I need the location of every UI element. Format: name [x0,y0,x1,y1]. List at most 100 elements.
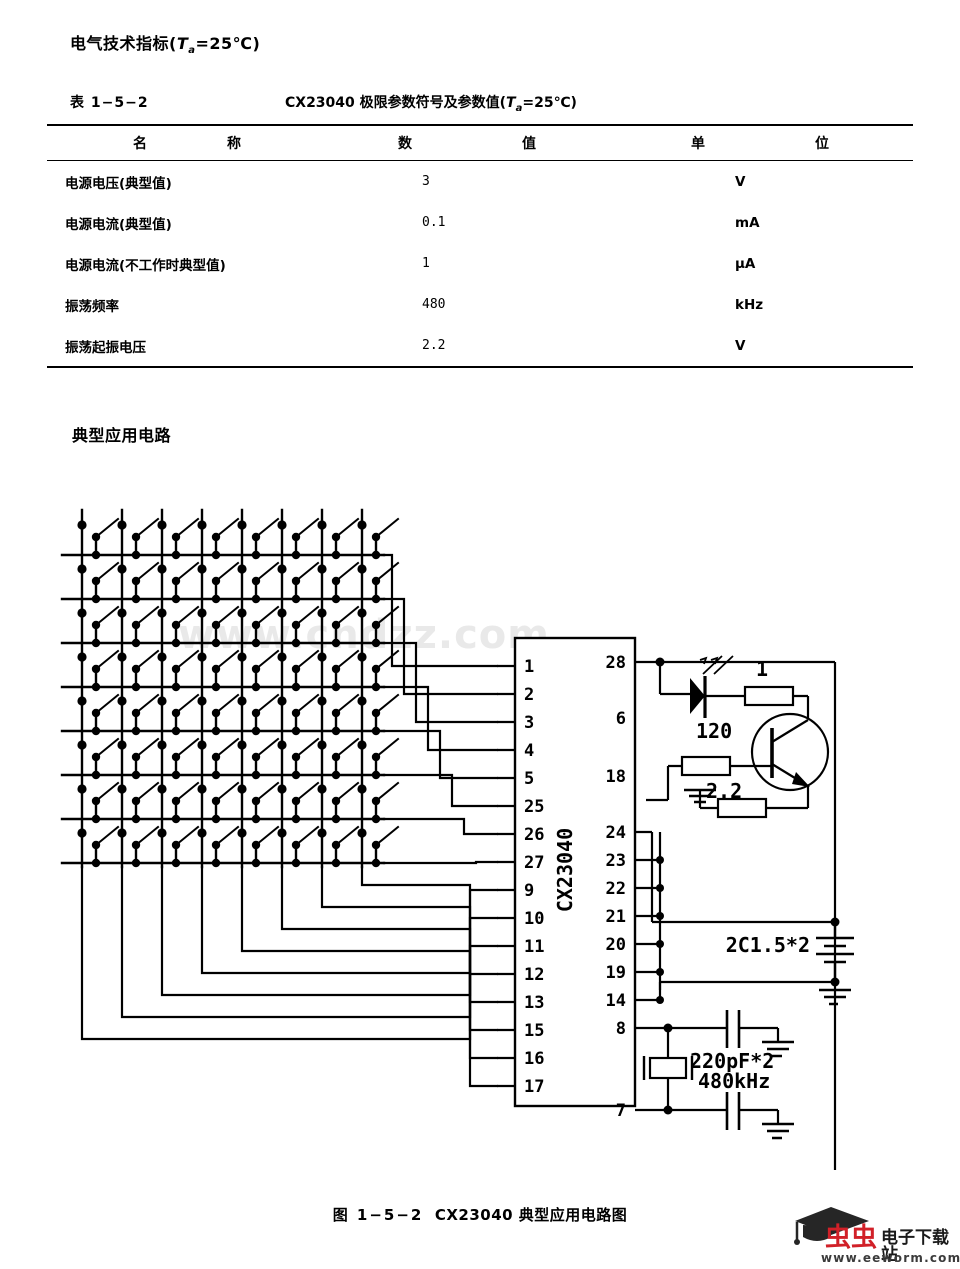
switch-lever-r5c6 [294,693,320,715]
matrix-node-r3c6 [277,608,287,618]
switch-lever-r4c8 [374,649,400,671]
switch-contact-r7c2 [131,814,141,824]
r1-to-collector [793,694,810,720]
heading-subscript: a [188,45,196,57]
resistor-r1 [743,685,795,707]
matrix-node-r1c6 [277,520,287,530]
switch-contact-r2c1 [91,594,101,604]
switch-lever-r8c5 [254,825,280,847]
heading-symbol: T [176,34,189,53]
table-title-symbol: T [506,95,516,111]
switch-lever-r2c4 [214,561,240,583]
figure-number: 图 1−5−2 [332,1206,424,1224]
matrix-node-r5c6 [277,696,287,706]
matrix-node-r5c1 [77,696,87,706]
component-label-base-resistor: 2.2 [706,779,742,803]
matrix-node-r7c7 [317,784,327,794]
switch-lever-r6c1 [94,737,120,759]
analog-section [635,655,854,1170]
header-cell-name: 名 称 [47,125,327,161]
switch-contact-r3c4 [211,638,221,648]
switch-lever-r7c4 [214,781,240,803]
switch-contact-r3c1 [91,638,101,648]
switch-lever-r7c2 [134,781,160,803]
row-bus-wire-6 [382,773,499,808]
cell-name: 振荡频率 [65,298,119,315]
switch-lever-r1c5 [254,517,280,539]
switch-contact-r5c6 [291,726,301,736]
col-bus-wire-6 [280,865,499,1032]
switch-contact-r5c7 [331,726,341,736]
figure-caption: 图 1−5−2 CX23040 典型应用电路图 [0,1204,960,1225]
ic-pin-label-9: 9 [524,881,534,901]
matrix-node-r1c1 [77,520,87,530]
matrix-node-r3c7 [317,608,327,618]
matrix-node-r2c8 [357,564,367,574]
junction-dot [656,940,664,948]
switch-contact-r2c7 [331,594,341,604]
component-label-infrared-led: 120 [696,719,732,743]
switch-contact-r2c3 [171,594,181,604]
matrix-node-r1c2 [117,520,127,530]
ic-pin-label-7: 7 [616,1101,626,1121]
matrix-node-r2c7 [317,564,327,574]
cell-name: 电源电流(不工作时典型值) [65,257,226,274]
ic-pin-label-20: 20 [606,935,626,955]
matrix-bus-wires [80,553,499,1088]
switch-lever-r5c3 [174,693,200,715]
ic-pin-label-16: 16 [524,1049,544,1069]
matrix-node-r6c8 [357,740,367,750]
ic-pin-label-2: 2 [524,685,534,705]
switch-lever-r1c4 [214,517,240,539]
switch-contact-r3c2 [131,638,141,648]
matrix-node-r1c8 [357,520,367,530]
led-branch-wire [658,662,690,696]
table-header-row: 名 称 数 值 单 位 [47,125,913,161]
matrix-node-r6c2 [117,740,127,750]
matrix-node-r2c1 [77,564,87,574]
switch-lever-r4c5 [254,649,280,671]
header-cell-value: 数 值 [327,125,607,161]
matrix-node-r6c4 [197,740,207,750]
ic-pin-label-27: 27 [524,853,544,873]
row-bus-wire-8 [382,860,499,865]
logo-url: www.eeworm.com [821,1251,960,1265]
switch-lever-r1c3 [174,517,200,539]
emitter-wire [766,786,810,810]
matrix-node-r1c7 [317,520,327,530]
matrix-node-r8c8 [357,828,367,838]
switch-contact-r2c6 [291,594,301,604]
matrix-node-r2c3 [157,564,167,574]
switch-contact-r3c7 [331,638,341,648]
switch-contact-r6c7 [331,770,341,780]
ground-symbol-cap-bottom [762,1122,794,1140]
switch-contact-r4c5 [251,682,261,692]
matrix-node-r6c3 [157,740,167,750]
table-header: 名 称 数 值 单 位 [47,125,913,161]
switch-lever-r5c4 [214,693,240,715]
matrix-node-r4c8 [357,652,367,662]
col-bus-wire-1 [80,865,499,1041]
cell-unit: mA [735,214,760,231]
switch-lever-r6c7 [334,737,360,759]
header-value-right: 值 [522,136,536,152]
switch-contact-r3c8 [371,638,381,648]
switch-contact-r8c5 [251,858,261,868]
switch-lever-r1c1 [94,517,120,539]
switch-contact-r5c2 [131,726,141,736]
switch-lever-r8c4 [214,825,240,847]
switch-lever-r2c8 [374,561,400,583]
switch-contact-r6c5 [251,770,261,780]
capacitor-bottom [725,1092,741,1130]
switch-lever-r1c6 [294,517,320,539]
matrix-node-r6c1 [77,740,87,750]
switch-contact-r4c7 [331,682,341,692]
switch-lever-r2c6 [294,561,320,583]
ic-pin-label-5: 5 [524,769,534,789]
row-bus-wire-2 [382,597,499,696]
header-unit-left: 单 [691,136,705,152]
switch-contact-r7c6 [291,814,301,824]
